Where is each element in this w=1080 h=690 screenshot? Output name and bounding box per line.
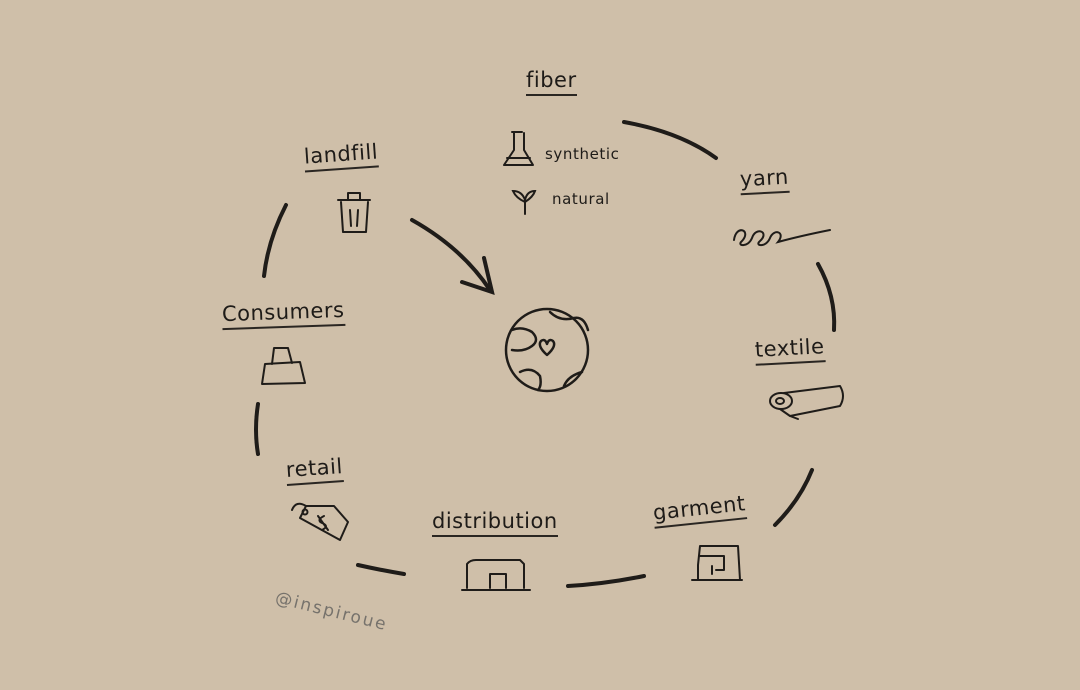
fabric-roll-icon: [769, 385, 844, 420]
sprout-icon: [511, 189, 537, 215]
stage-label-retail: retail: [285, 454, 344, 486]
cycle-arc-retail-consumers: [254, 402, 260, 456]
cycle-arc-fiber-yarn: [622, 120, 718, 160]
cycle-arc-garment-distribution: [566, 574, 646, 588]
cycle-arc-yarn-textile: [816, 262, 837, 332]
landfill-to-earth-arrowhead: [460, 256, 495, 296]
stage-label-fiber: fiber: [526, 68, 577, 96]
fiber-type-natural: natural: [552, 190, 610, 208]
cycle-arc-textile-garment: [773, 468, 814, 527]
delivery-box-icon: [461, 559, 531, 591]
stage-label-distribution: distribution: [432, 509, 558, 537]
stage-label-textile: textile: [754, 334, 826, 366]
cycle-arc-distribution-retail: [356, 563, 406, 576]
sewing-machine-icon: [691, 545, 743, 581]
trash-can-icon: [337, 192, 371, 233]
stage-label-yarn: yarn: [739, 164, 790, 196]
fiber-type-synthetic: synthetic: [545, 145, 620, 163]
shopping-bag-icon: [261, 347, 306, 385]
yarn-loop-icon: [733, 229, 831, 247]
stage-label-consumers: Consumers: [221, 297, 345, 331]
landfill-to-earth-arrow: [410, 218, 492, 292]
flask-icon: [503, 131, 534, 166]
price-tag-icon: [291, 502, 349, 541]
cycle-arc-consumers-landfill: [262, 203, 288, 278]
earth-heart-icon: [504, 307, 590, 393]
stage-label-landfill: landfill: [303, 139, 380, 173]
